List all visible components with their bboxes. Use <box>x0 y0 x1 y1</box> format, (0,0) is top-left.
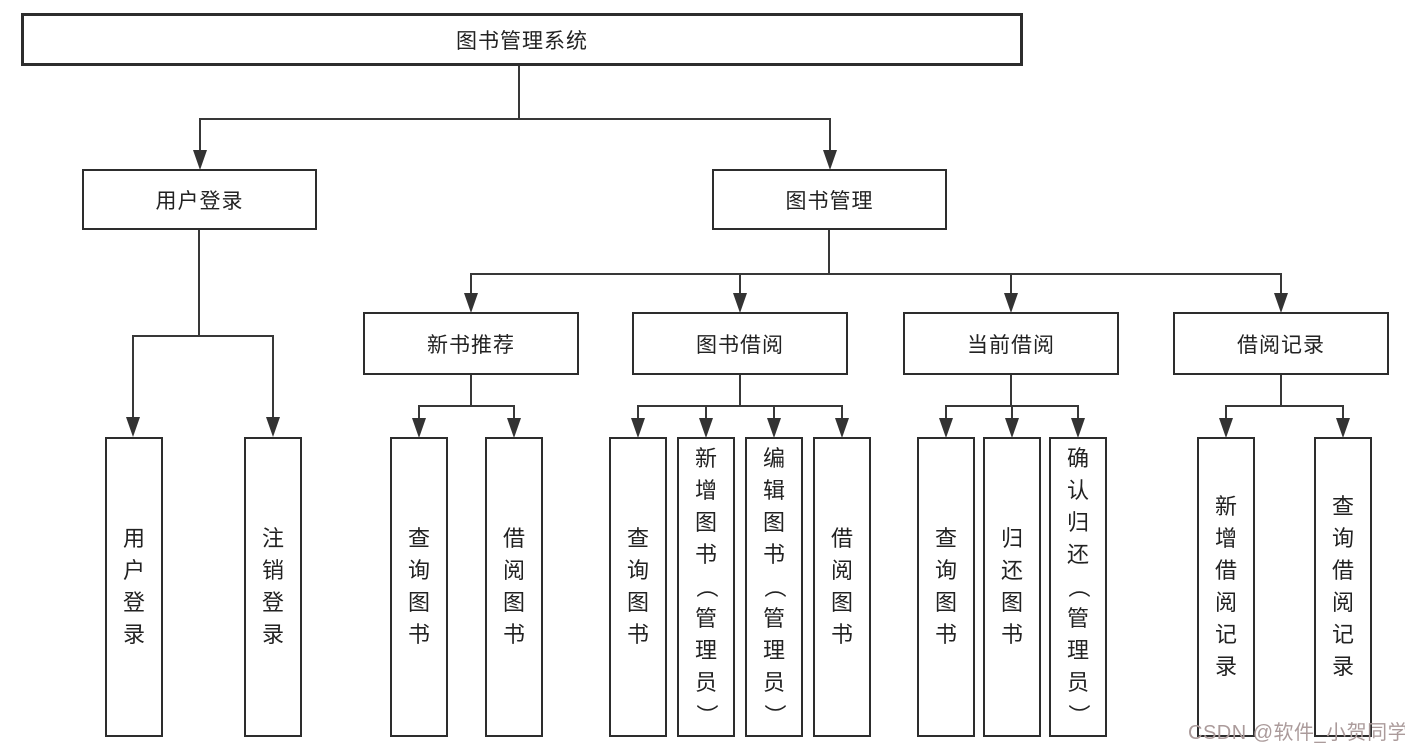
leaf-borrow-books: 借阅图书 <box>485 437 543 737</box>
arrowhead <box>507 418 521 438</box>
arrowhead <box>835 418 849 438</box>
connector-drop-leaf-user-login <box>132 335 134 418</box>
connector-drop-book-management <box>829 118 831 152</box>
leaf-query-books: 查询图书 <box>917 437 975 737</box>
leaf-borrow-books: 借阅图书 <box>813 437 871 737</box>
connector-drop <box>418 405 420 421</box>
leaf-query-borrow-record: 查询借阅记录 <box>1314 437 1372 737</box>
connector-drop-current-borrowing <box>1010 273 1012 295</box>
connector-borrowing-records-stem <box>1280 375 1282 407</box>
arrowhead <box>631 418 645 438</box>
connector-drop <box>637 405 639 421</box>
leaf-query-books: 查询图书 <box>609 437 667 737</box>
connector-root-branch <box>199 118 831 120</box>
connector-drop <box>513 405 515 421</box>
connector-drop <box>1342 405 1344 421</box>
arrowhead <box>767 418 781 438</box>
connector-drop <box>1077 405 1079 421</box>
connector-drop-book-borrowing <box>739 273 741 295</box>
connector-borrowing-records-branch <box>1225 405 1344 407</box>
node-book-management: 图书管理 <box>712 169 947 230</box>
leaf-user-login: 用户登录 <box>105 437 163 737</box>
leaf-return-books: 归还图书 <box>983 437 1041 737</box>
connector-book-management-branch <box>470 273 1282 275</box>
connector-drop <box>773 405 775 421</box>
connector-drop <box>945 405 947 421</box>
leaf-query-books: 查询图书 <box>390 437 448 737</box>
connector-drop-new-books <box>470 273 472 295</box>
connector-drop-borrowing-records <box>1280 273 1282 295</box>
arrowhead <box>1005 418 1019 438</box>
connector-drop-user-login <box>199 118 201 152</box>
arrowhead-book-borrowing <box>733 293 747 313</box>
node-current-borrowing: 当前借阅 <box>903 312 1119 375</box>
arrowhead-current-borrowing <box>1004 293 1018 313</box>
connector-new-books-stem <box>470 375 472 407</box>
leaf-logout: 注销登录 <box>244 437 302 737</box>
node-book-borrowing: 图书借阅 <box>632 312 848 375</box>
connector-drop <box>1011 405 1013 421</box>
node-user-login: 用户登录 <box>82 169 317 230</box>
connector-book-management-stem <box>828 230 830 274</box>
leaf-edit-books-admin: 编辑图书（管理员） <box>745 437 803 737</box>
connector-current-borrowing-stem <box>1010 375 1012 407</box>
arrowhead <box>412 418 426 438</box>
node-new-book-recommendation: 新书推荐 <box>363 312 579 375</box>
arrowhead <box>1336 418 1350 438</box>
connector-drop <box>1225 405 1227 421</box>
connector-user-login-stem <box>198 230 200 336</box>
connector-book-borrowing-stem <box>739 375 741 407</box>
node-library-management-system: 图书管理系统 <box>21 13 1023 66</box>
connector-drop <box>841 405 843 421</box>
arrowhead <box>1071 418 1085 438</box>
connector-new-books-branch <box>418 405 515 407</box>
arrowhead-leaf-user-login <box>126 417 140 437</box>
arrowhead <box>939 418 953 438</box>
arrowhead-borrowing-records <box>1274 293 1288 313</box>
arrowhead-new-books <box>464 293 478 313</box>
connector-root-stem <box>518 66 520 119</box>
leaf-add-books-admin: 新增图书（管理员） <box>677 437 735 737</box>
arrowhead <box>699 418 713 438</box>
arrowhead-leaf-logout <box>266 417 280 437</box>
arrowhead <box>1219 418 1233 438</box>
csdn-watermark: CSDN @软件_小贺同学 <box>1188 722 1405 744</box>
arrowhead-book-management <box>823 150 837 170</box>
leaf-confirm-return-admin: 确认归还（管理员） <box>1049 437 1107 737</box>
leaf-add-borrow-record: 新增借阅记录 <box>1197 437 1255 737</box>
node-borrowing-records: 借阅记录 <box>1173 312 1389 375</box>
connector-book-borrowing-branch <box>637 405 843 407</box>
connector-drop <box>705 405 707 421</box>
arrowhead-user-login <box>193 150 207 170</box>
connector-user-login-branch <box>132 335 274 337</box>
connector-drop-leaf-logout <box>272 335 274 418</box>
